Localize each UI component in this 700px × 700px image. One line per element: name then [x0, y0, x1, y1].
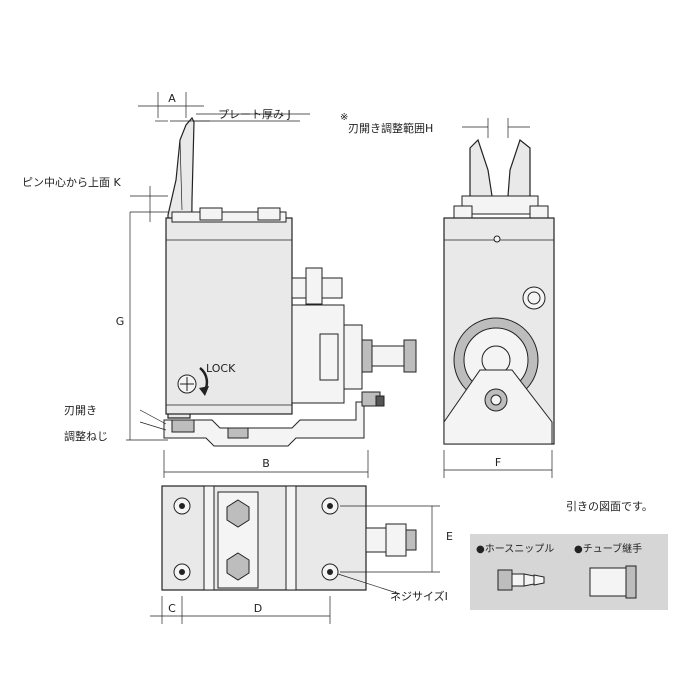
dim-g-label: G [116, 315, 125, 328]
dim-f-label: F [495, 456, 501, 469]
dim-b-label: B [262, 457, 270, 470]
hose-nipple-label: ●ホースニップル [476, 543, 554, 555]
pull-drawing-note: 引きの図面です。 [566, 499, 653, 513]
dim-c-label: C [168, 602, 176, 615]
side-view [126, 92, 417, 478]
asterisk-mark: ※ [340, 112, 348, 123]
adjust-screw-label-line1: 刃開き [64, 404, 97, 417]
tube-fitting-label: ●チューブ継手 [574, 542, 642, 555]
adjust-screw-label-line2: 調整ねじ [64, 429, 108, 443]
lock-label: LOCK [206, 362, 236, 375]
plate-thickness-label: プレート厚み J [218, 108, 291, 121]
bottom-view [150, 485, 440, 624]
blade-range-label: 刃開き調整範囲H [348, 121, 433, 135]
tube-fitting-icon [589, 565, 637, 599]
dim-e-label: E [446, 530, 453, 543]
hose-nipple-icon [497, 569, 545, 591]
dim-d-label: D [254, 602, 262, 615]
dim-a-label: A [168, 92, 176, 105]
accessory-legend [470, 534, 668, 610]
front-view [443, 118, 555, 478]
screw-size-label: ネジサイズI [390, 589, 448, 603]
pin-center-top-label: ピン中心から上面 K [22, 176, 121, 189]
